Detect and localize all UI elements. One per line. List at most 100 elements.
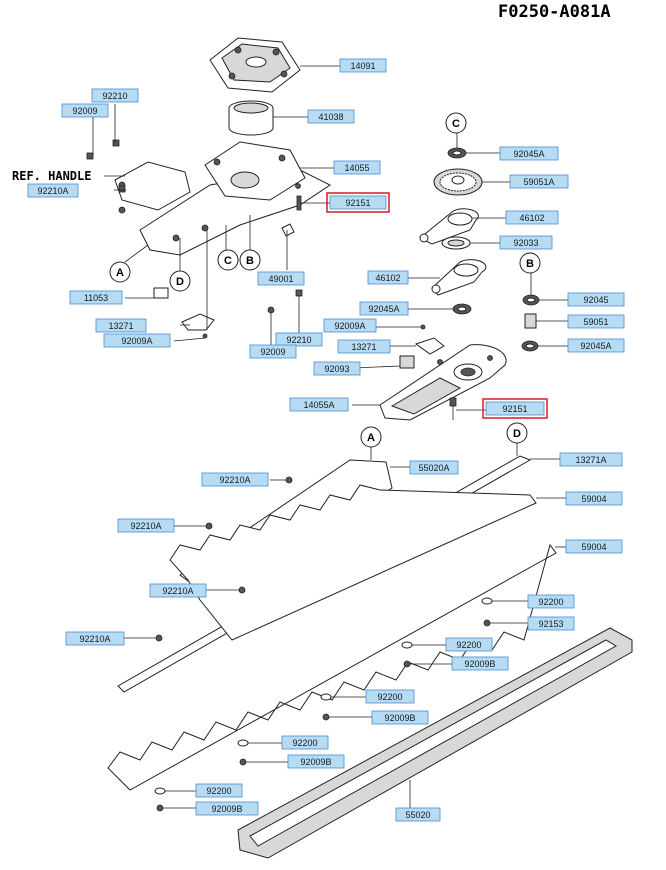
- label-box: [91, 88, 139, 103]
- label-text: 92210A: [162, 586, 193, 596]
- label-text: 55020A: [418, 463, 449, 473]
- label-box: [195, 783, 243, 798]
- label-box: [367, 270, 409, 285]
- part-label-l55020A: 55020A: [409, 460, 459, 475]
- label-box: [337, 339, 391, 354]
- part-label-l92151b: 92151: [482, 398, 548, 419]
- part-label-l92009B_2: 92009B: [371, 710, 429, 725]
- label-box: [499, 146, 559, 161]
- label-text: 92009A: [334, 321, 365, 331]
- part-label-l92045A_top: 92045A: [499, 146, 559, 161]
- label-text: 92153: [538, 619, 563, 629]
- label-box: [65, 631, 125, 646]
- part-label-l14091: 14091: [339, 58, 387, 73]
- diagram-code: F0250-A081A: [498, 2, 611, 22]
- part-label-l92153: 92153: [527, 616, 575, 631]
- part-label-l92009b: 92009: [249, 344, 297, 359]
- part-label-l59051A: 59051A: [509, 174, 569, 189]
- part-label-l92200c: 92200: [365, 689, 415, 704]
- label-text: 92009B: [384, 713, 415, 723]
- label-box: [339, 58, 387, 73]
- label-text: 55020: [405, 810, 430, 820]
- part-label-l92210b: 92210: [275, 332, 323, 347]
- part-label-l92009A_2: 92009A: [323, 318, 377, 333]
- label-box: [289, 397, 349, 412]
- label-box: [195, 801, 259, 816]
- part-label-l92009B_1: 92009B: [451, 656, 509, 671]
- part-label-l92210A_5: 92210A: [65, 631, 125, 646]
- label-text: 14055A: [303, 400, 334, 410]
- part-label-l92151a: 92151: [326, 192, 390, 213]
- label-text: 46102: [375, 273, 400, 283]
- label-box: [281, 735, 329, 750]
- label-box: [69, 290, 123, 305]
- label-text: 92045A: [580, 341, 611, 351]
- part-label-l92033: 92033: [499, 235, 553, 250]
- label-text: 92210A: [219, 475, 250, 485]
- label-box: [287, 754, 345, 769]
- label-box: [333, 160, 381, 175]
- label-box: [149, 583, 207, 598]
- svg-text:D: D: [513, 428, 521, 440]
- label-box: [329, 195, 387, 210]
- label-box: [103, 333, 171, 348]
- part-label-l13271b: 13271: [337, 339, 391, 354]
- part-label-l13271a: 13271: [95, 318, 147, 333]
- block-11053: [153, 287, 169, 299]
- label-box: [567, 338, 625, 353]
- label-text: 92200: [377, 692, 402, 702]
- part-label-l92009B_4: 92009B: [195, 801, 259, 816]
- part-label-l92009a: 92009: [61, 103, 109, 118]
- label-text: 13271A: [575, 455, 606, 465]
- label-box: [257, 271, 305, 286]
- part-number-labels: 14091410381405592151922109200992210A4900…: [27, 58, 625, 822]
- label-box: [505, 210, 559, 225]
- part-label-l92045A_mid: 92045A: [359, 301, 409, 316]
- part-label-l92210A_1: 92210A: [27, 183, 79, 198]
- plate-13271-left: [181, 313, 215, 331]
- label-box: [445, 637, 493, 652]
- label-text: 92200: [292, 738, 317, 748]
- label-text: 92210A: [37, 186, 68, 196]
- label-box: [95, 318, 147, 333]
- gear-housing-part: [114, 141, 331, 256]
- part-label-l92045: 92045: [567, 292, 625, 307]
- label-box: [61, 103, 109, 118]
- label-text: 14091: [350, 61, 375, 71]
- part-label-l92009B_3: 92009B: [287, 754, 345, 769]
- label-text: 92151: [502, 404, 527, 414]
- label-box: [509, 174, 569, 189]
- label-text: 92009B: [211, 804, 242, 814]
- label-text: 92151: [345, 198, 370, 208]
- label-box: [117, 518, 175, 533]
- label-box: [527, 594, 575, 609]
- label-text: 92033: [513, 238, 538, 248]
- label-text: 11053: [84, 293, 108, 303]
- label-text: 92009: [72, 106, 97, 116]
- ref-handle-label: REF. HANDLE: [12, 169, 91, 183]
- label-box: [567, 292, 625, 307]
- part-label-l92045A_bot: 92045A: [567, 338, 625, 353]
- label-text: 92093: [324, 364, 349, 374]
- label-text: 49001: [268, 274, 293, 284]
- part-label-l55020: 55020: [395, 807, 441, 822]
- label-text: 92210A: [130, 521, 161, 531]
- right-gear-stack: [408, 133, 568, 352]
- svg-text:A: A: [367, 432, 375, 444]
- label-text: 92045: [583, 295, 608, 305]
- label-box: [567, 314, 625, 329]
- part-label-l14055A: 14055A: [289, 397, 349, 412]
- label-text: 59051: [583, 317, 608, 327]
- label-box: [485, 401, 545, 416]
- part-label-l41038: 41038: [307, 109, 355, 124]
- part-label-l11053: 11053: [69, 290, 123, 305]
- label-text: 46102: [519, 213, 544, 223]
- highlight-box: [326, 192, 390, 213]
- label-text: 59004: [581, 542, 606, 552]
- part-label-l92210A_3: 92210A: [117, 518, 175, 533]
- part-label-l92200b: 92200: [445, 637, 493, 652]
- label-box: [395, 807, 441, 822]
- part-label-l46102b: 46102: [367, 270, 409, 285]
- svg-text:C: C: [452, 118, 460, 130]
- label-box: [275, 332, 323, 347]
